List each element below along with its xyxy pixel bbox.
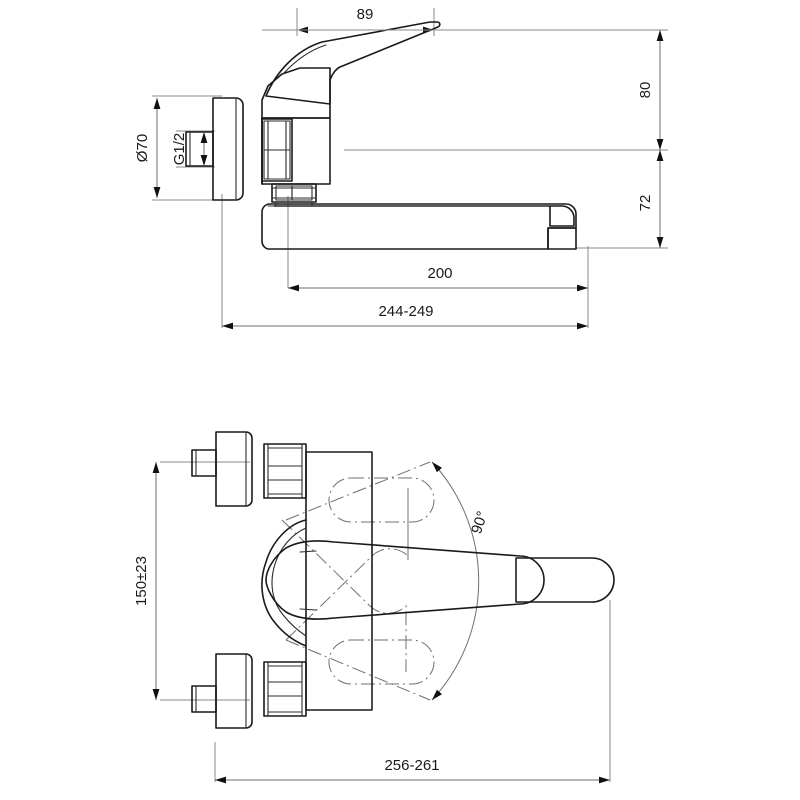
spout-swivel-nut	[271, 183, 317, 203]
dimension-244-249: 244-249	[222, 303, 588, 330]
lower-union-nut	[263, 661, 307, 717]
dimension-244-249-label: 244-249	[378, 303, 433, 320]
dimension-90-degree-label: 90°	[468, 509, 491, 536]
faucet-side-elevation-geometry	[185, 21, 577, 250]
dimension-80-label: 80	[637, 82, 654, 99]
dimension-256-261-label: 256-261	[384, 757, 439, 774]
front-view-extension-lines	[160, 461, 611, 782]
faucet-front-elevation-geometry	[191, 431, 615, 729]
inlet-union-nuts	[261, 118, 293, 182]
dimension-200-label: 200	[427, 265, 452, 282]
dimension-200: 200	[288, 265, 588, 292]
dimension-89-label: 89	[357, 6, 374, 23]
dimension-d70-label: Ø70	[134, 134, 151, 162]
dimension-80: 80	[637, 30, 664, 150]
dimension-g12-label: G1/2	[171, 133, 188, 166]
side-view-extension-lines	[152, 8, 668, 328]
dimension-90-degree-arc: 90°	[431, 461, 491, 701]
dimension-150-23: 150±23	[133, 462, 160, 700]
dimension-diameter-70: Ø70	[134, 98, 161, 198]
upper-union-nut	[263, 443, 307, 499]
dimension-256-261: 256-261	[215, 757, 610, 784]
dimension-72: 72	[637, 150, 664, 248]
dimension-72-label: 72	[637, 195, 654, 212]
side-elevation-view: 89	[134, 6, 668, 330]
dimension-150-23-label: 150±23	[133, 556, 150, 606]
front-elevation-view: 90°	[133, 431, 615, 784]
dimension-g12: G1/2	[171, 132, 208, 166]
